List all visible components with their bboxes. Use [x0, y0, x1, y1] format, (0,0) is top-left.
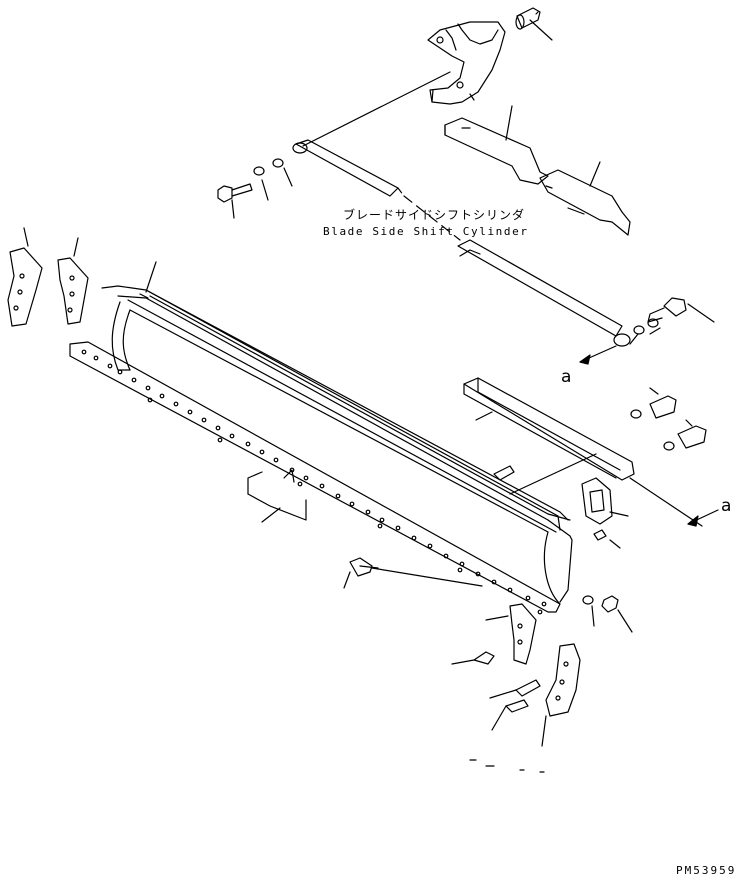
bolt-left	[218, 184, 252, 202]
leader-line	[248, 494, 306, 520]
end-plate	[582, 478, 612, 524]
leader-line	[476, 412, 492, 420]
cylinder-label-jp: ブレードサイドシフトシリンダ	[343, 208, 526, 222]
washer	[583, 596, 593, 604]
pin	[516, 8, 540, 29]
guide-rail	[464, 378, 634, 480]
bolt-end-bit	[474, 652, 540, 712]
cover-plate-lower	[540, 170, 630, 235]
end-bit-left-outer	[8, 248, 42, 326]
cylinder-label-en: Blade Side Shift Cylinder	[323, 225, 529, 238]
edge-split	[284, 470, 294, 482]
washer	[254, 167, 264, 175]
leader-ticks	[24, 20, 714, 772]
leader-line	[248, 472, 262, 494]
bolt-rail-upper	[631, 396, 676, 418]
bolt-rail-lower	[664, 426, 706, 450]
end-bit-right-outer	[546, 644, 580, 716]
leader-line	[630, 478, 702, 526]
end-bit-right-inner	[510, 604, 536, 664]
drawing-code: PM53959	[676, 864, 737, 877]
small-pin	[494, 466, 514, 480]
bolt-right-upper	[648, 298, 686, 322]
leader-line	[262, 508, 280, 522]
leader-line	[372, 568, 482, 586]
cover-plate-upper	[445, 118, 548, 184]
end-bit-left-inner	[58, 258, 88, 324]
washer	[634, 326, 644, 334]
nut	[602, 596, 618, 612]
side-shift-cylinder	[293, 140, 630, 346]
washer	[648, 319, 658, 327]
reference-a-right: a	[721, 496, 732, 516]
blade	[102, 286, 572, 604]
bolt-bottom	[350, 558, 378, 576]
leader-line	[510, 454, 596, 494]
mount-bracket	[428, 22, 505, 104]
reference-a-left: a	[561, 367, 572, 387]
leader-line	[303, 72, 450, 146]
cutting-edge	[70, 342, 560, 614]
small-fastener	[594, 530, 606, 540]
washer	[273, 159, 283, 167]
